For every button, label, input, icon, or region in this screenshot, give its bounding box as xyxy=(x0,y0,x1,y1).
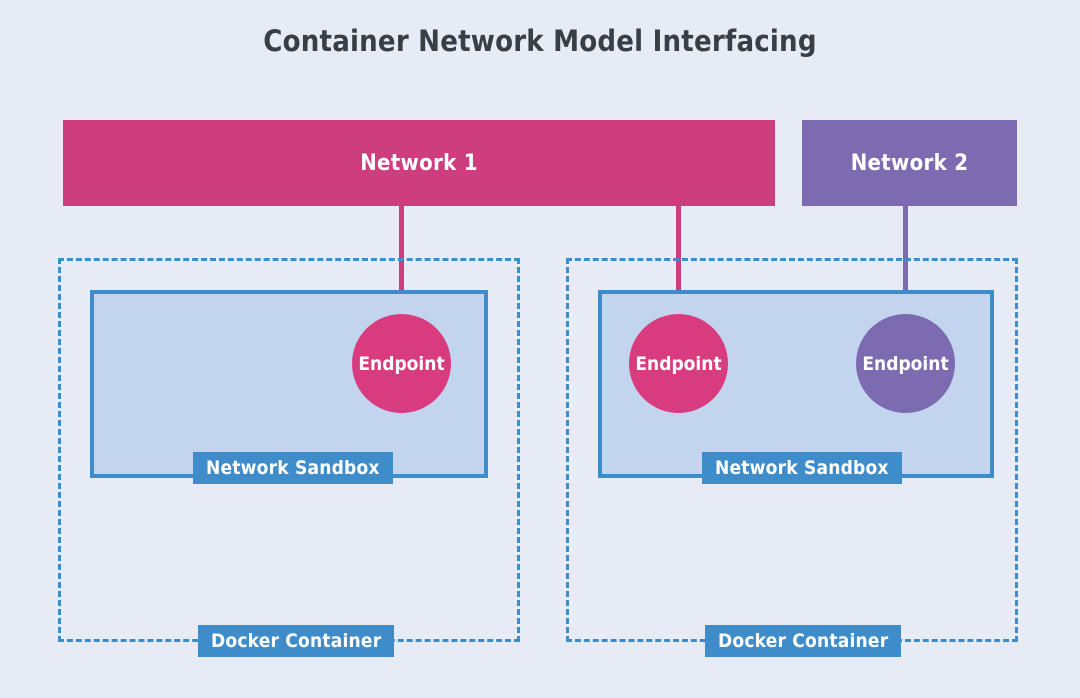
endpoint-right-network2[interactable]: Endpoint xyxy=(856,314,955,413)
network-bar-network-2[interactable]: Network 2 xyxy=(802,120,1017,206)
connector-network1-to-right-endpoint xyxy=(676,206,681,338)
connector-network1-to-left-endpoint xyxy=(399,206,404,338)
docker-container-label-left: Docker Container xyxy=(198,625,395,657)
network-sandbox-label-right: Network Sandbox xyxy=(702,452,902,484)
docker-container-label-right: Docker Container xyxy=(705,625,902,657)
network-bar-network-1[interactable]: Network 1 xyxy=(63,120,775,206)
page-title: Container Network Model Interfacing xyxy=(263,24,817,58)
endpoint-right-network1[interactable]: Endpoint xyxy=(629,314,728,413)
endpoint-label: Endpoint xyxy=(635,352,722,375)
connector-network2-to-right-endpoint xyxy=(903,206,908,338)
network-1-label: Network 1 xyxy=(360,150,478,176)
endpoint-label: Endpoint xyxy=(862,352,949,375)
network-sandbox-label-left: Network Sandbox xyxy=(193,452,393,484)
network-2-label: Network 2 xyxy=(850,150,969,176)
endpoint-label: Endpoint xyxy=(358,352,445,375)
endpoint-left-network1[interactable]: Endpoint xyxy=(352,314,451,413)
